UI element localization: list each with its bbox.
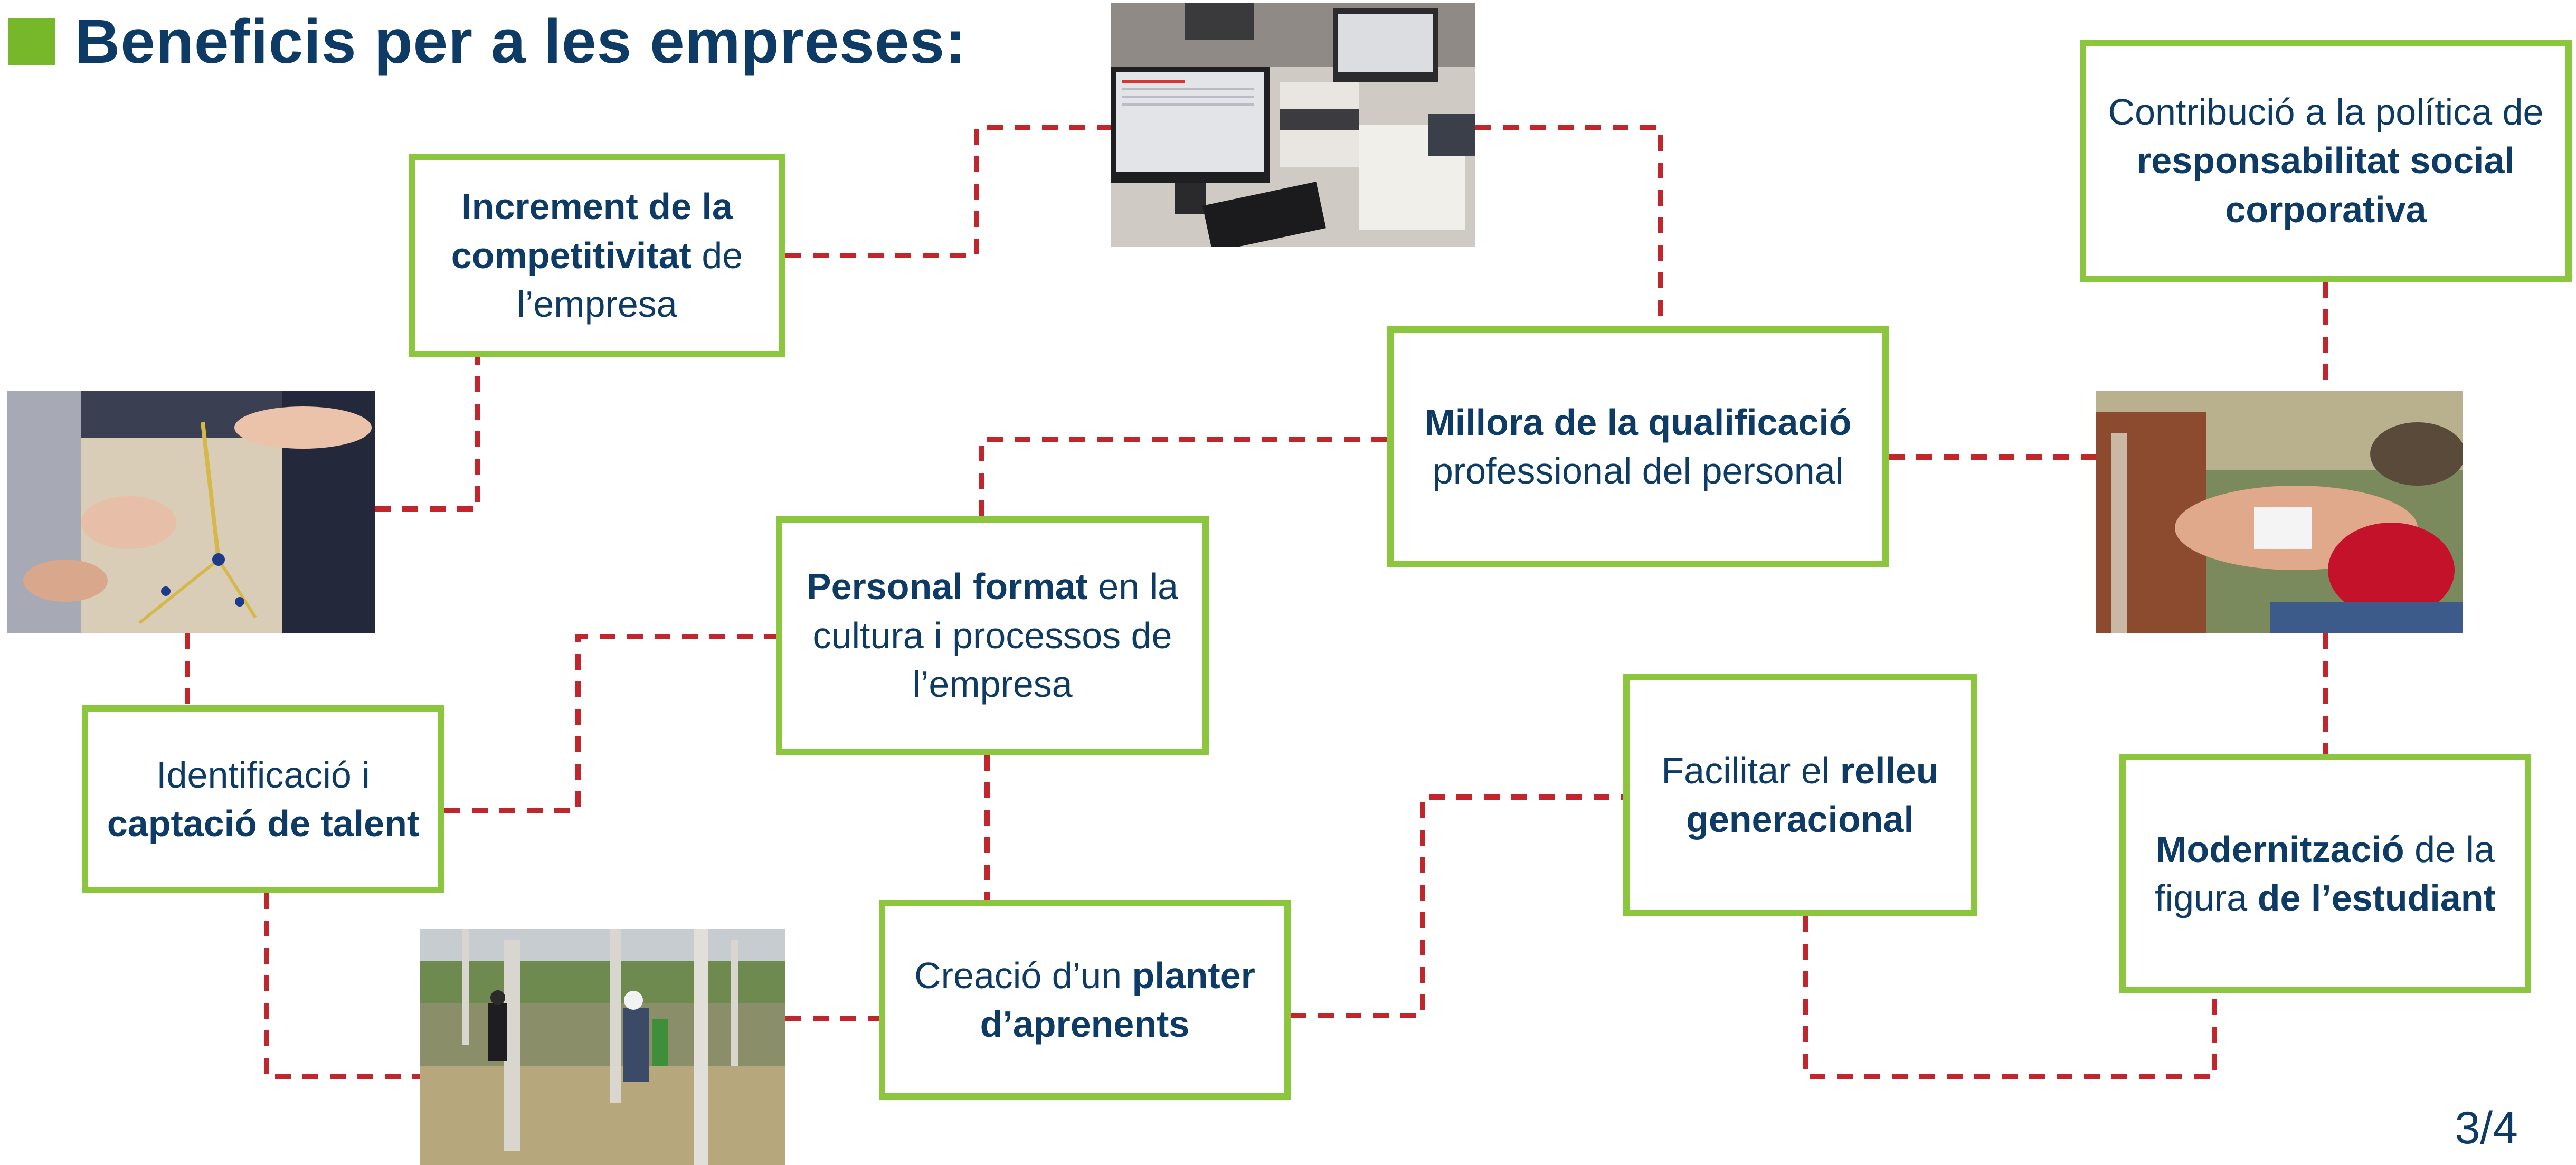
box-rsc: Contribució a la política de responsabil…	[2080, 40, 2572, 282]
box-talent-text: Identificació i	[156, 754, 370, 795]
box-qualificacio: Millora de la qualificació professional …	[1387, 326, 1889, 567]
connector-computers-qualificacio	[1475, 125, 1663, 326]
box-planter-text: Creació d’un	[914, 954, 1132, 996]
box-modernitzacio-bold: Modernització	[2156, 828, 2404, 870]
box-relleu-text: Facilitar el	[1661, 750, 1840, 791]
box-competitivitat: Increment de la competitivitat de l’empr…	[409, 154, 785, 357]
box-relleu-bold: relleu generacional	[1686, 750, 1939, 840]
box-planter-bold: planter d’aprenents	[980, 954, 1255, 1045]
box-rsc-text: Contribució a la política de	[2108, 91, 2544, 132]
first-aid-bandage-photo	[2096, 391, 2463, 633]
connector-qualificacio-personal	[979, 437, 1387, 516]
box-talent-bold: captació de talent	[107, 803, 420, 844]
box-competitivitat-text: de l’empresa	[517, 234, 743, 325]
students-building-structure-photo	[7, 391, 375, 633]
connector-relleu-modernitzacio	[1803, 916, 2217, 1079]
box-rsc-bold: responsabilitat social corporativa	[2137, 140, 2515, 230]
box-modernitzacio-text: de la figura	[2155, 828, 2495, 918]
box-qualificacio-bold: Millora de la qualificació	[1424, 401, 1852, 443]
box-personal-format-text: en la cultura i processos de l’empresa	[812, 566, 1179, 705]
box-planter: Creació d’un planter d’aprenents	[879, 900, 1291, 1100]
connector-competitivitat-computers	[785, 125, 1111, 258]
box-personal-format-bold: Personal format	[806, 566, 1088, 608]
slide-title: Beneficis per a les empreses:	[8, 7, 967, 77]
box-qualificacio-text: professional del personal	[1432, 450, 1844, 491]
box-modernitzacio-bold2: de l’estudiant	[2257, 877, 2496, 918]
computer-workstation-photo	[1111, 3, 1475, 247]
box-modernitzacio: Modernització de la figura de l’estudian…	[2119, 754, 2531, 993]
box-talent: Identificació i captació de talent	[82, 705, 444, 893]
title-bullet-square	[8, 18, 55, 65]
utility-pole-training-photo	[420, 929, 785, 1165]
connector-planter-relleu	[1291, 794, 1623, 1018]
page-title: Beneficis per a les empreses:	[75, 7, 967, 77]
connector-students-competitivitat	[375, 357, 480, 512]
box-competitivitat-bold: Increment de la competitivitat	[451, 186, 733, 276]
box-personal-format: Personal format en la cultura i processo…	[776, 516, 1209, 755]
connector-talent-field	[264, 893, 420, 1079]
connector-talent-personal	[444, 634, 776, 813]
box-relleu: Facilitar el relleu generacional	[1623, 674, 1977, 916]
page-number: 3/4	[2455, 1103, 2518, 1153]
